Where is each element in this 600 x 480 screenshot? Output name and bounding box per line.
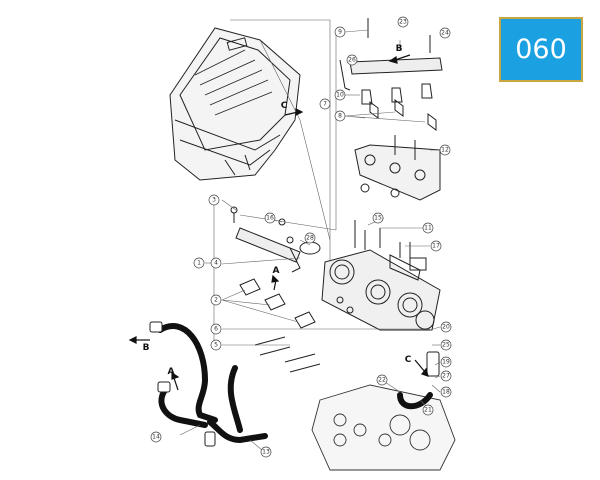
throttle-body-assembly: [299, 241, 441, 331]
hose-fittings: [149, 321, 440, 447]
callout-4: 4: [214, 260, 218, 267]
callout-7: 7: [323, 101, 327, 108]
callout-1-circle: [193, 257, 205, 269]
callout-2: 2: [214, 297, 218, 304]
arrow-letter-c-right: C: [405, 355, 412, 365]
page-number-badge: 060: [499, 17, 583, 82]
callout-7-circle: [319, 98, 331, 110]
lower-injectors: [239, 278, 316, 329]
callout-6: 6: [214, 326, 218, 333]
callout-25-circle: [440, 339, 452, 351]
callout-22-circle: [376, 374, 388, 386]
callout-3-circle: [208, 194, 220, 206]
callout-10: 10: [336, 92, 344, 99]
callout-12-circle: [439, 144, 451, 156]
callout-4-circle: [210, 257, 222, 269]
upper-fuel-rail-assembly: [339, 18, 443, 201]
callout-5: 5: [214, 342, 218, 349]
callout-14-circle: [150, 431, 162, 443]
callout-9-circle: [334, 26, 346, 38]
callout-25: 25: [442, 342, 450, 349]
callout-21-circle: [422, 404, 434, 416]
page-number-label: 060: [515, 34, 567, 65]
callout-17-circle: [430, 240, 442, 252]
fuel-hoses: [157, 323, 433, 444]
lower-fuel-rail-assembly: [230, 206, 316, 329]
callout-12: 12: [441, 147, 449, 154]
callout-22: 22: [378, 377, 386, 384]
callout-18-circle: [440, 386, 452, 398]
arrow-letter-a-top: A: [273, 266, 280, 276]
callout-15-circle: [372, 212, 384, 224]
callout-15: 15: [374, 215, 382, 222]
upper-injectors: [361, 83, 437, 131]
leader-lines: [179, 19, 441, 451]
callout-24: 24: [441, 30, 449, 37]
callout-17: 17: [432, 243, 440, 250]
callout-24-circle: [439, 27, 451, 39]
fasteners: [254, 218, 427, 373]
callout-14: 14: [152, 434, 160, 441]
callout-8: 8: [338, 113, 342, 120]
callout-23: 23: [399, 19, 407, 26]
callout-10-circle: [334, 89, 346, 101]
callout-6-circle: [210, 323, 222, 335]
arrow-letter-b-hose: B: [143, 343, 150, 353]
callout-3: 3: [212, 197, 216, 204]
callout-16-circle: [264, 212, 276, 224]
callout-26-circle: [346, 54, 358, 66]
callout-20-circle: [440, 321, 452, 333]
callout-27-circle: [440, 370, 452, 382]
callout-13-circle: [260, 446, 272, 458]
callout-5-circle: [210, 339, 222, 351]
callout-11: 11: [424, 225, 432, 232]
callout-2-circle: [210, 294, 222, 306]
callout-23-circle: [397, 16, 409, 28]
callout-28: 28: [306, 235, 314, 242]
arrow-letter-b-top: B: [396, 44, 403, 54]
callout-8-circle: [334, 110, 346, 122]
arrow-letter-c-top: C: [281, 101, 288, 111]
callout-11-circle: [422, 222, 434, 234]
direction-arrows: [128, 54, 429, 391]
airbox-assembly: [169, 27, 301, 181]
callout-13: 13: [262, 449, 270, 456]
callout-19-circle: [440, 356, 452, 368]
callout-16: 16: [266, 215, 274, 222]
callout-26: 26: [348, 57, 356, 64]
callout-21: 21: [424, 407, 432, 414]
callout-9: 9: [338, 29, 342, 36]
callout-20: 20: [442, 324, 450, 331]
arrow-letter-a-hose: A: [168, 367, 175, 377]
callout-1: 1: [197, 260, 201, 267]
callout-19: 19: [442, 359, 450, 366]
callout-18: 18: [442, 389, 450, 396]
callout-27: 27: [442, 373, 450, 380]
callout-28-circle: [304, 232, 316, 244]
